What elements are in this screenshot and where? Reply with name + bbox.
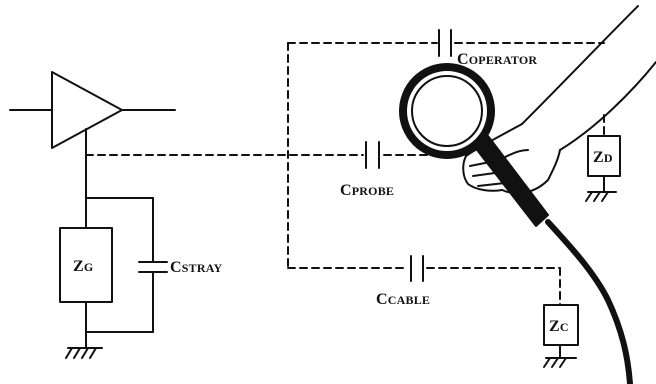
label-c-stray: CSTRAY — [170, 259, 222, 276]
zg-network — [59, 128, 154, 349]
ground-zg — [65, 347, 103, 359]
zc-network — [543, 304, 579, 368]
label-c-probe: CPROBE — [340, 182, 394, 199]
label-z-c: ZC — [549, 318, 569, 335]
amplifier-triangle — [9, 71, 176, 149]
ccable-capacitor — [410, 255, 424, 282]
label-c-cable: CCABLE — [376, 291, 430, 308]
cprobe-capacitor — [365, 141, 380, 169]
probe-cable — [545, 219, 633, 384]
coperator-capacitor — [438, 29, 452, 57]
magnifying-glass-icon — [399, 63, 549, 227]
label-z-g: ZG — [73, 258, 93, 275]
dashed-paths — [85, 42, 605, 306]
cstray-capacitor — [138, 261, 168, 273]
hand-icon — [462, 5, 656, 195]
label-z-d: ZD — [593, 149, 613, 166]
label-c-operator: COPERATOR — [457, 51, 537, 68]
zd-network — [585, 135, 621, 202]
